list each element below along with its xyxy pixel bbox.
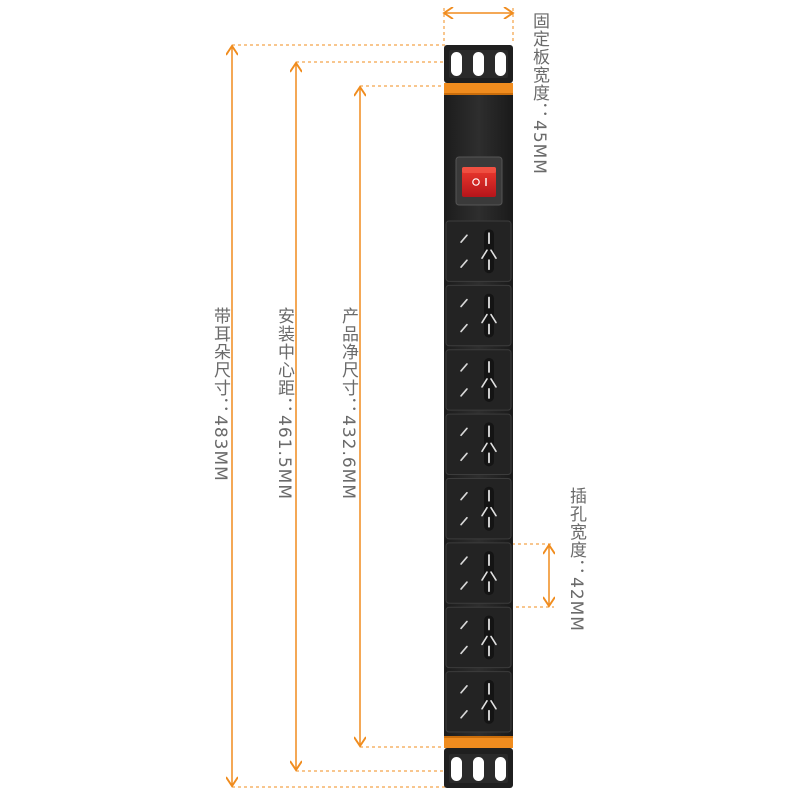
- rocker-switch-icon[interactable]: [455, 156, 503, 206]
- bottom-orange-cap: [444, 736, 513, 748]
- top-orange-cap: [444, 83, 513, 95]
- overall-length-dimension: [232, 44, 445, 788]
- bracket-hole: [451, 757, 462, 781]
- bracket-hole: [473, 52, 484, 76]
- net-size-dimension: [360, 85, 445, 748]
- chinese-outlet-icon[interactable]: [445, 478, 512, 540]
- bracket-hole: [451, 52, 462, 76]
- outlet-group: [445, 220, 512, 733]
- chinese-outlet-icon[interactable]: [445, 349, 512, 411]
- bottom-mounting-bracket: [444, 748, 513, 788]
- chinese-outlet-icon[interactable]: [445, 542, 512, 604]
- top-mounting-bracket: [444, 45, 513, 83]
- mounting-center-label: 安装中心距：461.5MM: [274, 307, 294, 501]
- bracket-width-dimension: [444, 8, 513, 44]
- bracket-hole: [495, 52, 506, 76]
- bracket-hole: [495, 757, 506, 781]
- overall-length-label: 带耳朵尺寸：483MM: [210, 307, 230, 482]
- net-size-label: 产品净尺寸：432.6MM: [338, 307, 358, 501]
- chinese-outlet-icon[interactable]: [445, 671, 512, 733]
- bracket-hole: [473, 757, 484, 781]
- chinese-outlet-icon[interactable]: [445, 220, 512, 282]
- chinese-outlet-icon[interactable]: [445, 606, 512, 669]
- bracket-width-label: 固定板宽度：45MM: [529, 12, 549, 175]
- socket-width-dimension: [498, 543, 554, 608]
- chinese-outlet-icon[interactable]: [445, 413, 512, 475]
- mounting-center-dimension: [296, 61, 445, 772]
- chinese-outlet-icon[interactable]: [445, 284, 512, 347]
- socket-width-label: 插孔宽度：42MM: [566, 487, 586, 632]
